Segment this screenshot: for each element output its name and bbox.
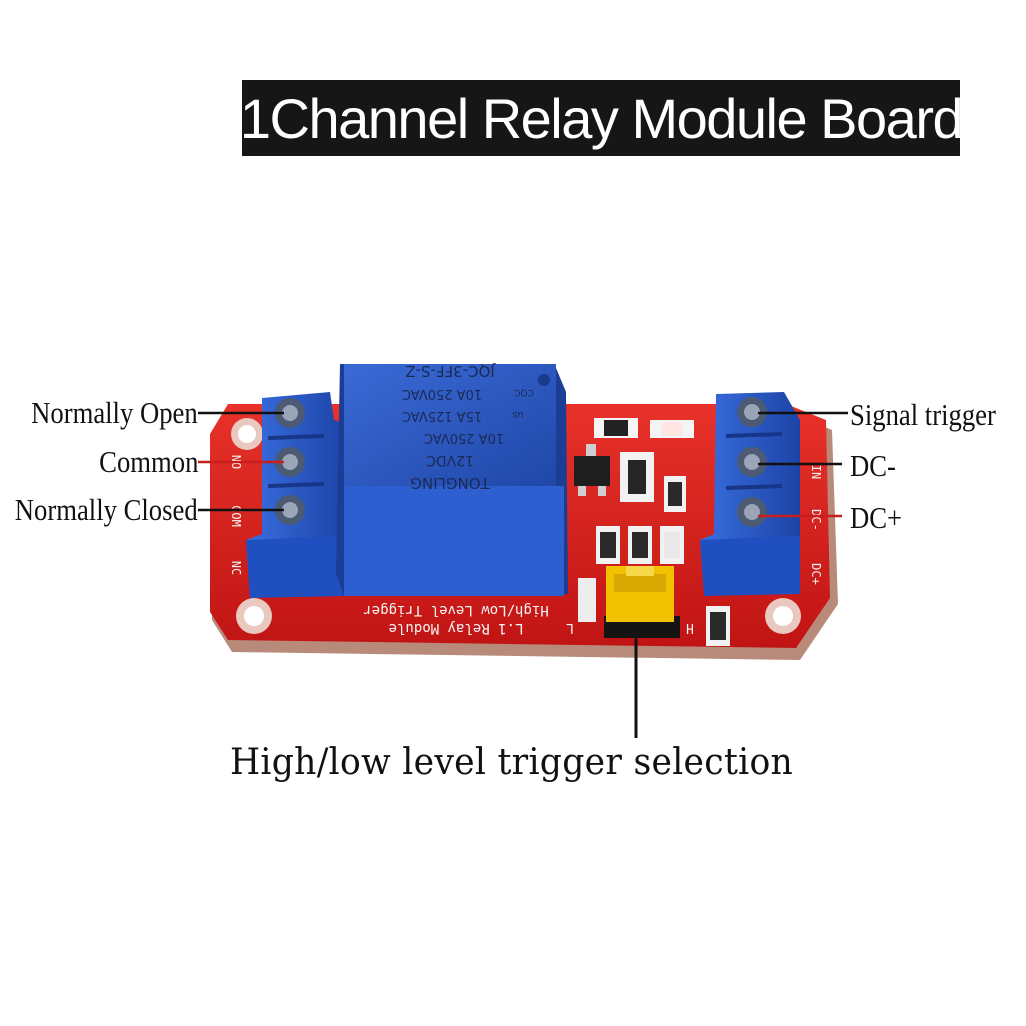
label-dc-plus: DC+	[850, 500, 903, 535]
title-text: 1Channel Relay Module Board	[239, 86, 964, 150]
label-dc-minus: DC-	[850, 448, 896, 483]
terminal-block-right	[700, 392, 800, 596]
silkscreen-trigger-text: High/Low Level Trigger	[363, 602, 548, 618]
silkscreen-jumper-l: L	[566, 620, 574, 635]
relay-rating-text: 15A 125VAC	[402, 408, 482, 423]
relay-us-text: us	[512, 409, 524, 420]
smd-components	[574, 418, 730, 646]
silkscreen-com: COM	[229, 505, 243, 527]
relay-brand-text: TONGLING	[410, 474, 490, 492]
transistor	[574, 456, 610, 486]
silkscreen-module-text: L.1 Relay Module	[389, 620, 524, 636]
silkscreen-dc-minus: DC-	[809, 509, 823, 531]
relay-rating-text: 10A 250VAC	[402, 386, 482, 401]
relay-rating-text: 10A 250VAC	[424, 430, 504, 445]
label-normally-closed: Normally Closed	[15, 492, 198, 527]
relay-coil-text: 12VDC	[426, 452, 474, 468]
label-normally-open: Normally Open	[31, 395, 198, 430]
relay-model-text: JQC-3FF-S-Z	[405, 362, 496, 380]
title-banner: 1Channel Relay Module Board	[239, 80, 964, 156]
silkscreen-dc-plus: DC+	[809, 563, 823, 585]
leader-lines	[198, 411, 848, 738]
label-trigger-selection: High/low level trigger selection	[230, 742, 794, 783]
trigger-jumper	[604, 566, 680, 638]
terminal-block-left	[246, 392, 346, 598]
mounting-hole	[236, 598, 272, 634]
header-pin	[578, 578, 596, 622]
relay: TONGLING 12VDC 10A 250VAC 15A 125VAC us …	[336, 362, 568, 596]
silkscreen-nc: NC	[229, 561, 243, 575]
mounting-hole	[765, 598, 801, 634]
relay-cqc-text: CQC	[514, 387, 534, 397]
mounting-hole	[231, 418, 263, 450]
label-signal-trigger: Signal trigger	[850, 397, 996, 432]
silkscreen-jumper-h: H	[686, 620, 694, 635]
label-common: Common	[98, 444, 198, 479]
silkscreen-in: IN	[809, 465, 823, 479]
